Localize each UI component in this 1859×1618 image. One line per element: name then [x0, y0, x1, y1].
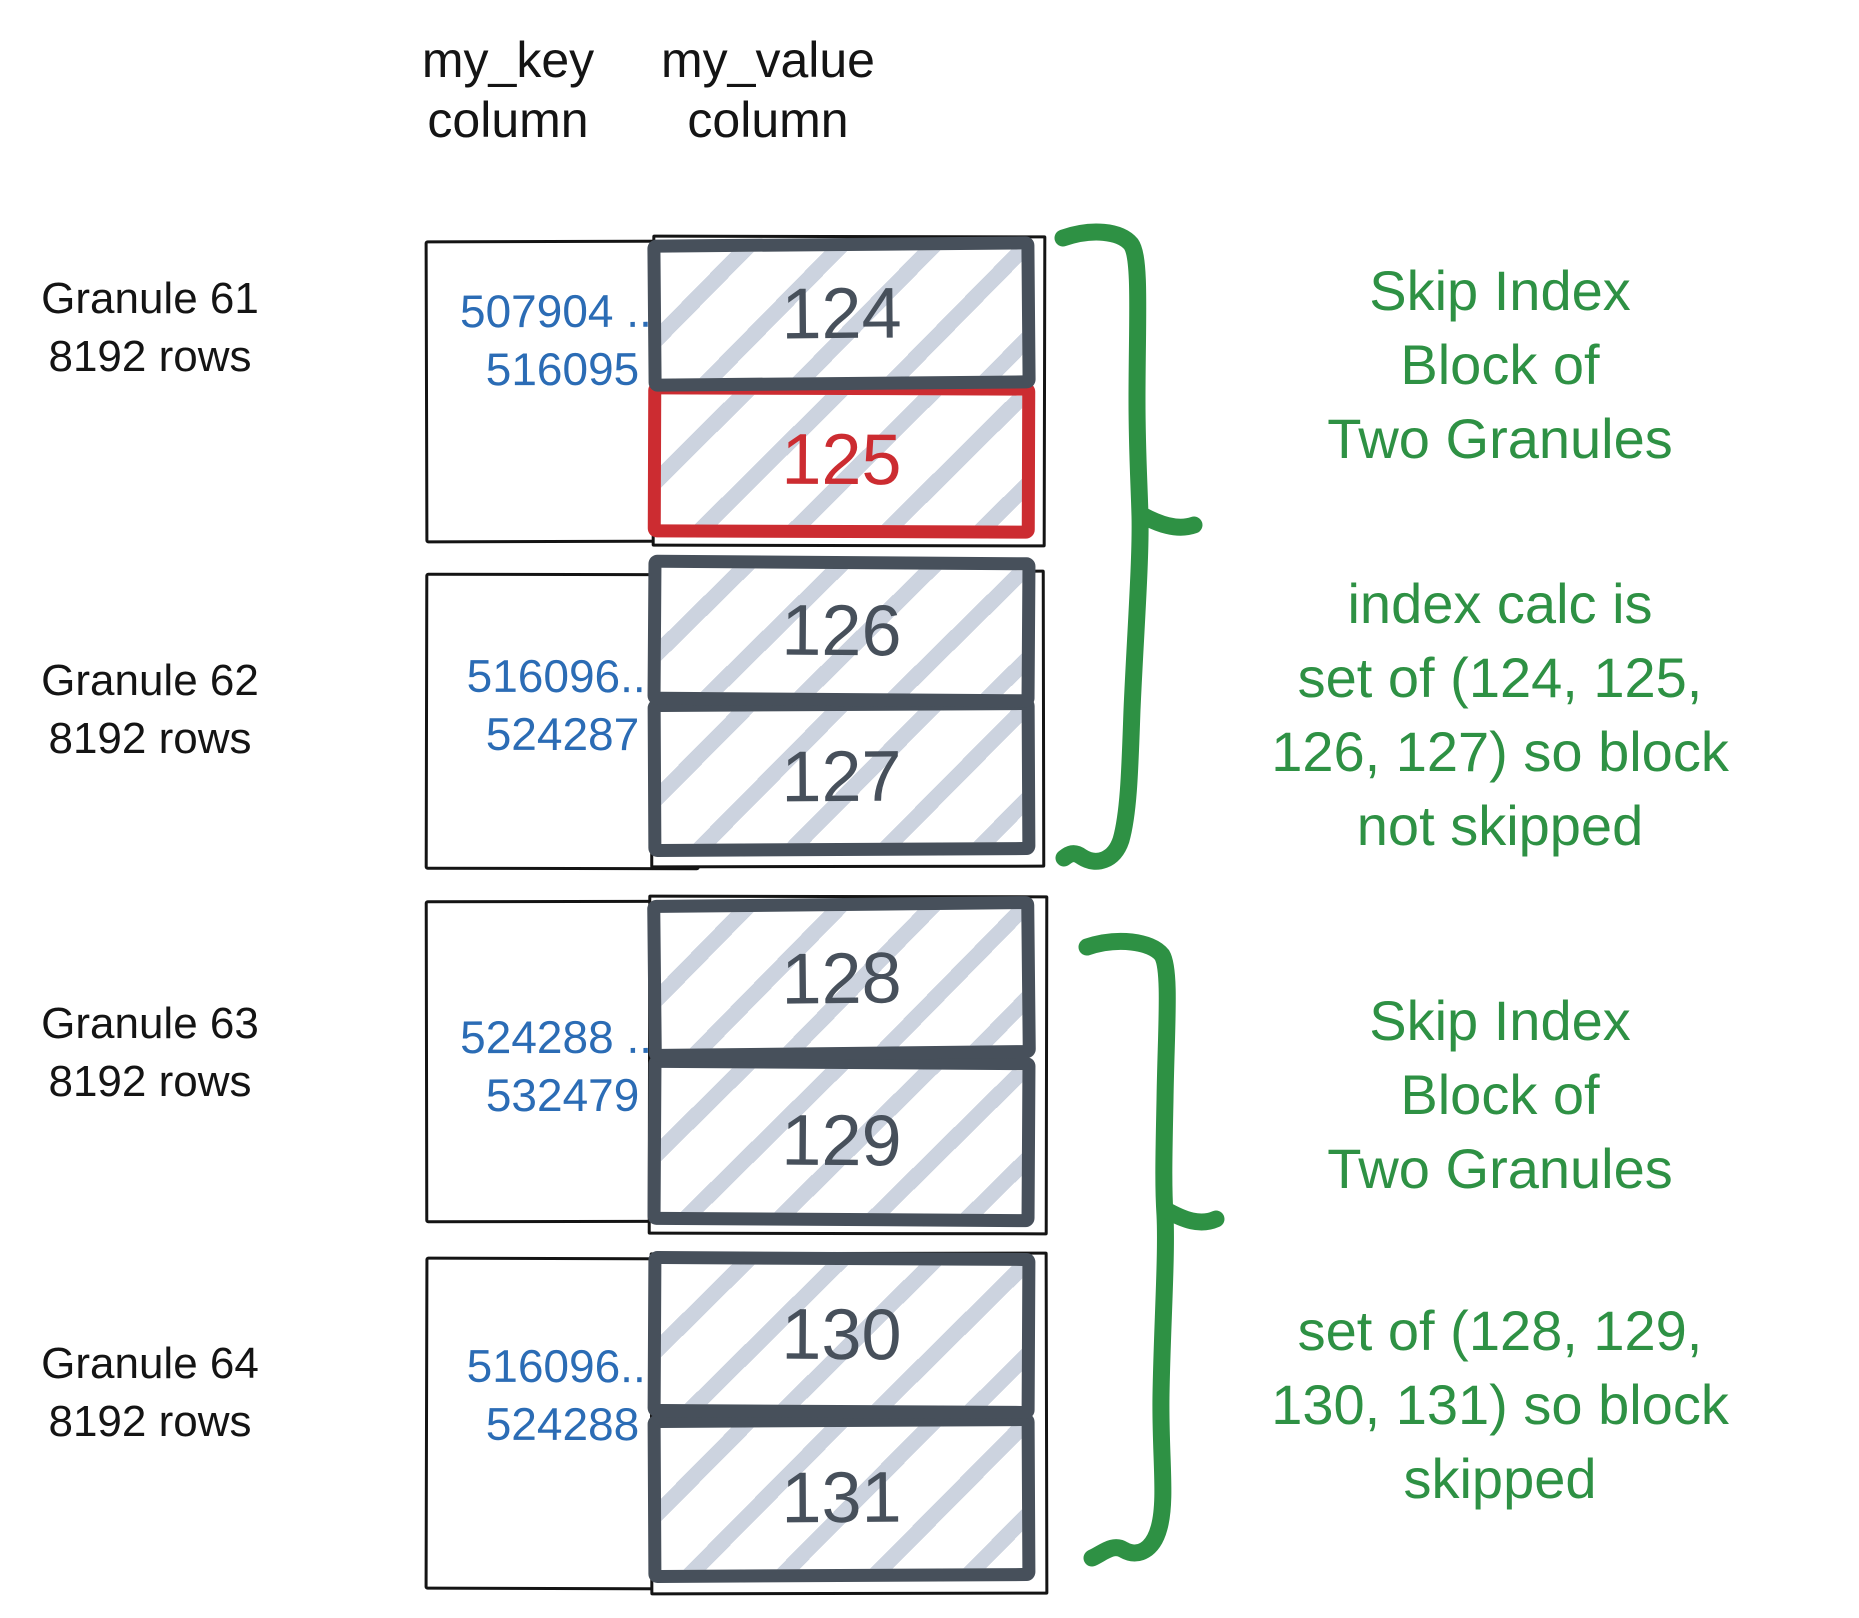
- value-block: 124: [647, 236, 1036, 392]
- curly-brace-1-tick: [1131, 505, 1203, 536]
- value-block: 129: [647, 1054, 1036, 1228]
- value-block-number: 130: [781, 1294, 902, 1376]
- granule-rows: 8192 rows: [48, 1057, 252, 1106]
- value-block-number: 128: [781, 938, 902, 1020]
- value-block: 126: [647, 554, 1036, 708]
- granule-rows: 8192 rows: [48, 1397, 252, 1446]
- granule-name: Granule 62: [41, 656, 259, 705]
- key-range-start: 524288 ...: [460, 1010, 665, 1064]
- annotation-index-calc-2: set of (128, 129, 130, 131) so block ski…: [1271, 1299, 1729, 1510]
- key-range-end: 524287: [485, 707, 640, 761]
- granule-name: Granule 61: [41, 274, 259, 323]
- granule-label: Granule 62 8192 rows: [10, 652, 290, 768]
- value-block-number: 129: [781, 1100, 902, 1182]
- granule-label: Granule 61 8192 rows: [10, 270, 290, 386]
- value-block-number: 124: [781, 273, 902, 355]
- key-range-end: 516095: [485, 342, 640, 396]
- granule-name: Granule 64: [41, 1339, 259, 1388]
- value-block-number: 126: [781, 590, 902, 672]
- key-range-start: 507904 ...: [459, 284, 665, 338]
- annotation-skip-block-2: Skip Index Block of Two Granules: [1327, 989, 1673, 1200]
- key-range-end: 532479: [485, 1068, 640, 1122]
- annotation-skip-block-1: Skip Index Block of Two Granules: [1327, 259, 1673, 470]
- granule-rows: 8192 rows: [48, 714, 252, 763]
- value-column-header: my_value column: [661, 32, 875, 148]
- value-block-number: 125: [781, 419, 902, 501]
- value-block: 127: [647, 696, 1036, 858]
- value-block: 130: [647, 1250, 1036, 1420]
- granule-label: Granule 64 8192 rows: [10, 1335, 290, 1451]
- annotation-index-calc-1: index calc is set of (124, 125, 126, 127…: [1271, 572, 1729, 857]
- key-range-start: 516096...: [466, 1339, 659, 1393]
- curly-brace-2-tick: [1157, 1201, 1225, 1231]
- key-range-end: 524288: [485, 1397, 640, 1451]
- value-block-number: 127: [781, 736, 902, 818]
- value-block-highlighted: 125: [647, 381, 1036, 539]
- value-block: 131: [647, 1412, 1036, 1584]
- granule-rows: 8192 rows: [48, 332, 252, 381]
- granule-label: Granule 63 8192 rows: [10, 995, 290, 1111]
- value-block: 128: [647, 895, 1036, 1063]
- curly-brace-1-body: [1054, 223, 1149, 870]
- value-block-number: 131: [781, 1457, 902, 1539]
- key-range-start: 516096...: [466, 649, 659, 703]
- key-column-header: my_key column: [421, 32, 595, 148]
- granule-name: Granule 63: [41, 999, 259, 1048]
